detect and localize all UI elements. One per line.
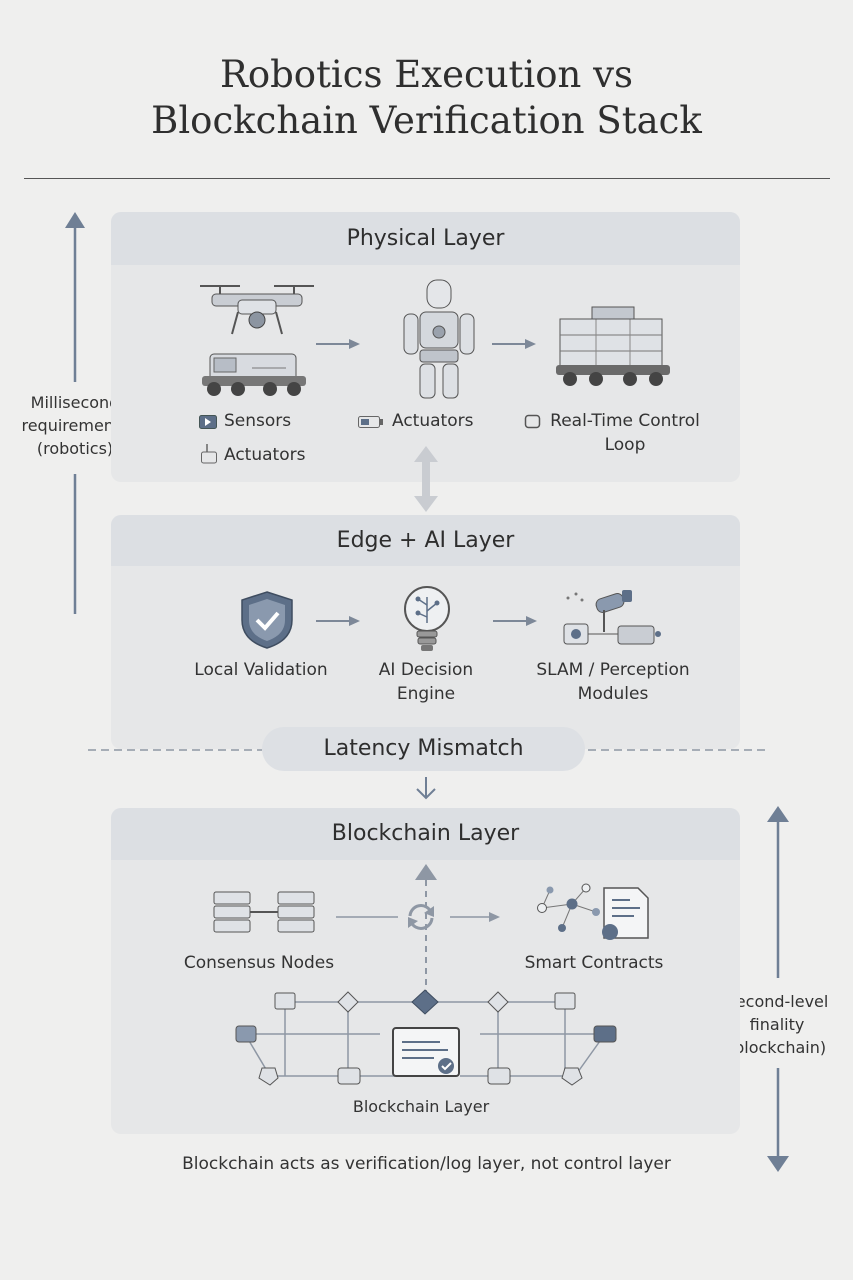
- millisecond-arrow-icon: [65, 212, 85, 614]
- footer-note: Blockchain acts as verification/log laye…: [182, 1154, 671, 1174]
- blockchain-arrow-2-icon: [450, 912, 500, 922]
- ai-decision-label: AI Decision Engine: [356, 658, 496, 706]
- latency-mismatch-badge: Latency Mismatch: [262, 727, 585, 771]
- lightbulb-icon: [404, 586, 450, 651]
- latency-dashed-line: [88, 749, 768, 751]
- smart-contracts-label: Smart Contracts: [524, 953, 664, 973]
- blockchain-layer-heading: Blockchain Layer: [111, 808, 740, 860]
- slam-line-1: SLAM / Perception: [536, 660, 690, 680]
- finality-label: Second-level finality (blockchain): [718, 990, 836, 1059]
- physical-edge-double-arrow-icon: [414, 446, 438, 512]
- sync-icon: [408, 904, 434, 930]
- sensors-label: Sensors: [224, 411, 292, 431]
- blockchain-arrow-1-icon: [336, 916, 398, 918]
- blockchain-up-arrow-icon: [415, 864, 437, 992]
- cargo-robot-icon: [556, 306, 670, 386]
- finality-line-3: (blockchain): [727, 1038, 827, 1057]
- physical-arrow-1-icon: [316, 339, 360, 349]
- slam-perception-label: SLAM / Perception Modules: [520, 658, 706, 706]
- local-validation-label: Local Validation: [194, 660, 328, 680]
- millisecond-line-3: (robotics): [36, 439, 114, 458]
- blockchain-network-label: Blockchain Layer: [352, 1097, 490, 1116]
- title-divider: [24, 178, 830, 179]
- finality-arrow-icon: [767, 806, 789, 1172]
- consensus-nodes-label: Consensus Nodes: [183, 953, 335, 973]
- server-stack-icon: [213, 891, 315, 933]
- edge-arrow-2-icon: [493, 616, 537, 626]
- millisecond-label: Millisecond requirements (robotics): [20, 391, 130, 460]
- ai-line-1: AI Decision: [378, 660, 474, 680]
- shield-check-icon: [241, 591, 293, 649]
- millisecond-line-1: Millisecond: [30, 393, 120, 412]
- ground-vehicle-icon: [202, 353, 306, 396]
- edge-ai-layer-heading: Edge + AI Layer: [111, 515, 740, 566]
- realtime-control-label: Real-Time Control Loop: [540, 409, 710, 457]
- ai-line-2: Engine: [396, 684, 456, 704]
- physical-arrow-2-icon: [492, 339, 536, 349]
- actuator-small-icon: [201, 444, 217, 464]
- finality-line-2: finality: [749, 1015, 805, 1034]
- edge-arrow-1-icon: [316, 616, 360, 626]
- slam-sensor-icon: [563, 590, 661, 645]
- realtime-line-1: Real-Time Control: [550, 411, 700, 431]
- sensor-icon: [199, 415, 217, 429]
- battery-icon: [358, 416, 383, 428]
- realtime-line-2: Loop: [604, 435, 646, 455]
- drone-icon: [200, 285, 314, 335]
- millisecond-line-2: requirements: [21, 416, 129, 435]
- blockchain-network-icon: [235, 989, 617, 1086]
- humanoid-robot-icon: [403, 279, 475, 399]
- page-title: Robotics Execution vs Blockchain Verific…: [0, 52, 853, 144]
- smart-contract-icon: [537, 883, 649, 940]
- finality-line-1: Second-level: [725, 992, 829, 1011]
- actuators-left-label: Actuators: [224, 445, 306, 465]
- title-line-2: Blockchain Verification Stack: [151, 99, 702, 142]
- slam-line-2: Modules: [577, 684, 649, 704]
- latency-down-arrow-icon: [416, 777, 436, 800]
- title-line-1: Robotics Execution vs: [219, 53, 634, 96]
- actuators-mid-label: Actuators: [392, 411, 474, 431]
- physical-layer-heading: Physical Layer: [111, 212, 740, 265]
- control-loop-icon: [524, 414, 541, 429]
